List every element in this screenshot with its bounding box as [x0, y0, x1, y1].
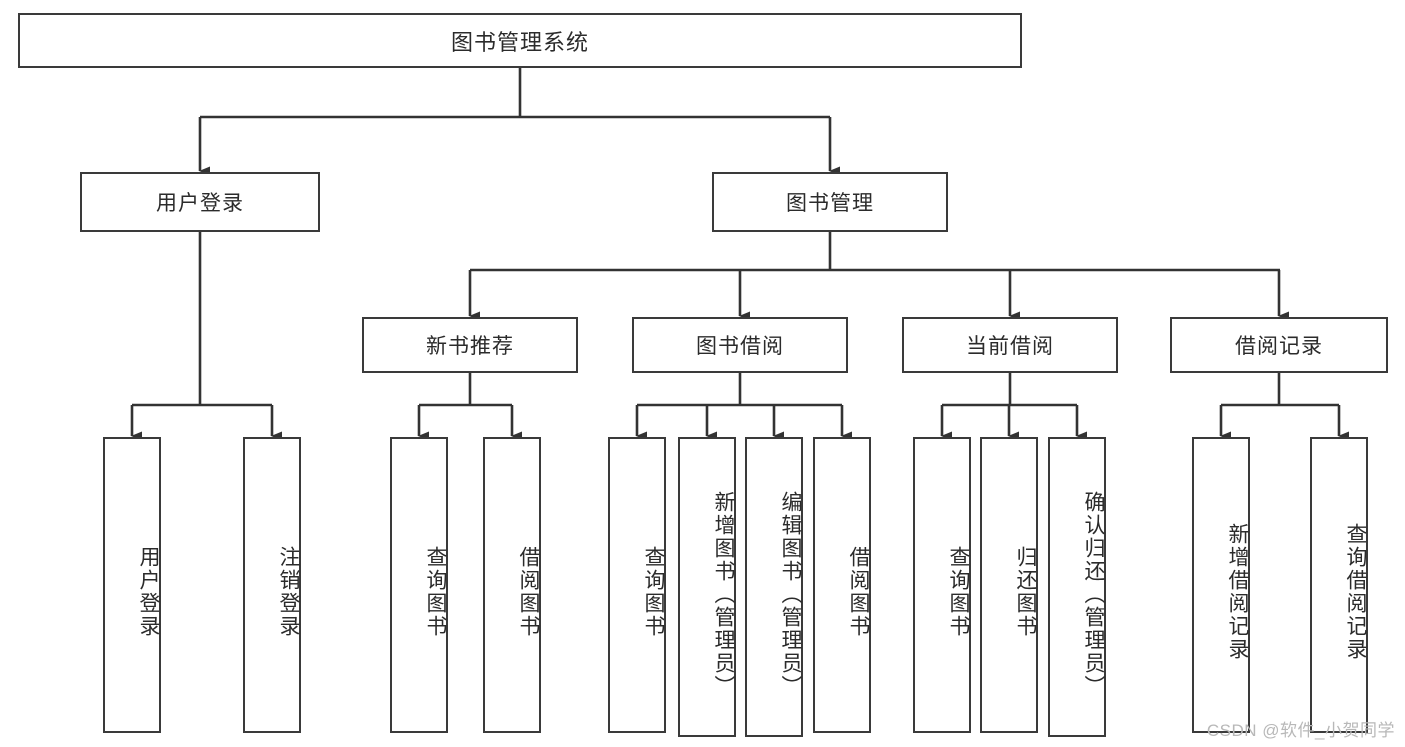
node-label: 确认归还（管理员）	[1082, 490, 1105, 698]
node-label: 编辑图书（管理员）	[779, 490, 802, 698]
node-leaf-borrow-book-1[interactable]: 借阅图书	[483, 437, 541, 733]
node-label: 新增借阅记录	[1226, 523, 1249, 661]
node-label: 查询图书	[424, 546, 447, 638]
node-label: 借阅图书	[517, 546, 540, 638]
node-label: 借阅记录	[1235, 335, 1323, 358]
node-root[interactable]: 图书管理系统	[18, 13, 1022, 68]
node-book-borrow[interactable]: 图书借阅	[632, 317, 848, 373]
node-label: 查询图书	[642, 546, 665, 638]
node-leaf-user-logout[interactable]: 注销登录	[243, 437, 301, 733]
node-leaf-add-book[interactable]: 新增图书（管理员）	[678, 437, 736, 737]
node-leaf-query-book-2[interactable]: 查询图书	[608, 437, 666, 733]
node-label: 查询借阅记录	[1344, 523, 1367, 661]
node-leaf-edit-book[interactable]: 编辑图书（管理员）	[745, 437, 803, 737]
node-leaf-query-book-1[interactable]: 查询图书	[390, 437, 448, 733]
node-leaf-query-record[interactable]: 查询借阅记录	[1310, 437, 1368, 733]
node-leaf-query-book-3[interactable]: 查询图书	[913, 437, 971, 733]
node-label: 当前借阅	[966, 335, 1054, 358]
node-label: 查询图书	[947, 546, 970, 638]
node-current-borrow[interactable]: 当前借阅	[902, 317, 1118, 373]
node-borrow-record[interactable]: 借阅记录	[1170, 317, 1388, 373]
node-leaf-borrow-book-2[interactable]: 借阅图书	[813, 437, 871, 733]
node-label: 图书借阅	[696, 335, 784, 358]
node-leaf-user-login[interactable]: 用户登录	[103, 437, 161, 733]
node-leaf-add-record[interactable]: 新增借阅记录	[1192, 437, 1250, 733]
watermark: CSDN @软件_小贺同学	[1206, 721, 1395, 740]
node-label: 图书管理	[786, 192, 874, 215]
node-label: 归还图书	[1014, 546, 1037, 638]
node-new-book-recommend[interactable]: 新书推荐	[362, 317, 578, 373]
node-label: 新增图书（管理员）	[712, 490, 735, 698]
node-label: 用户登录	[156, 192, 244, 215]
node-user-login[interactable]: 用户登录	[80, 172, 320, 232]
node-leaf-return-book[interactable]: 归还图书	[980, 437, 1038, 733]
node-label: 新书推荐	[426, 335, 514, 358]
node-label: 用户登录	[137, 546, 160, 638]
node-leaf-confirm-return[interactable]: 确认归还（管理员）	[1048, 437, 1106, 737]
node-book-management[interactable]: 图书管理	[712, 172, 948, 232]
node-label: 图书管理系统	[450, 29, 589, 55]
node-label: 注销登录	[277, 546, 300, 638]
node-label: 借阅图书	[847, 546, 870, 638]
